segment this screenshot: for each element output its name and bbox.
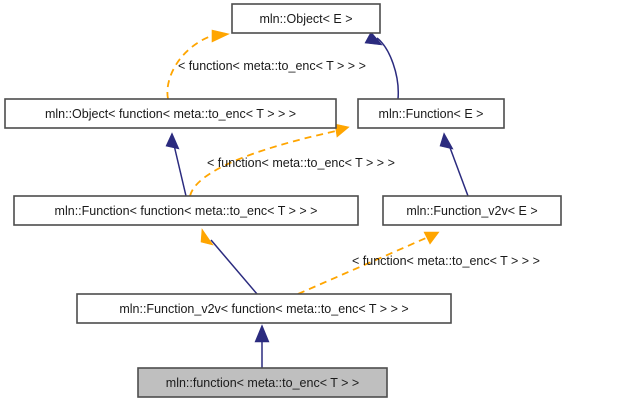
- edge-inherit-v2v-e-to-function-e: [448, 144, 469, 197]
- edge-inherit-current-arrowhead: [254, 324, 270, 343]
- node-object-e-label: mln::Object< E >: [259, 12, 352, 26]
- node-object-function-label: mln::Object< function< meta::to_enc< T >…: [45, 107, 296, 121]
- node-object-function[interactable]: mln::Object< function< meta::to_enc< T >…: [4, 98, 337, 129]
- edge-inherit-function-fn-arrowhead: [165, 132, 180, 150]
- edge-inherit-v2v-e-arrowhead: [439, 132, 454, 150]
- node-function-v2v-function[interactable]: mln::Function_v2v< function< meta::to_en…: [76, 293, 452, 324]
- edge-template-function-arrowhead: [334, 123, 350, 138]
- edge-inherit-v2v-fn-arrowhead: [200, 228, 214, 246]
- node-function-v2v-e[interactable]: mln::Function_v2v< E >: [382, 195, 562, 226]
- edge-template-function: [189, 130, 337, 197]
- node-object-e[interactable]: mln::Object< E >: [231, 3, 381, 34]
- edge-label-function-template: < function< meta::to_enc< T > > >: [207, 156, 395, 170]
- edge-inherit-function-e-arrowhead: [364, 31, 383, 46]
- node-function-function[interactable]: mln::Function< function< meta::to_enc< T…: [13, 195, 359, 226]
- node-function-v2v-e-label: mln::Function_v2v< E >: [406, 204, 537, 218]
- edge-label-v2v-template: < function< meta::to_enc< T > > >: [352, 254, 540, 268]
- node-function-e[interactable]: mln::Function< E >: [357, 98, 505, 129]
- edge-label-object-template: < function< meta::to_enc< T > > >: [178, 59, 366, 73]
- edge-template-object-arrowhead: [211, 29, 230, 43]
- node-function-current[interactable]: mln::function< meta::to_enc< T > >: [137, 367, 388, 398]
- edge-inherit-function-fn-to-object-fn: [173, 144, 187, 197]
- node-function-current-label: mln::function< meta::to_enc< T > >: [166, 376, 359, 390]
- edge-template-v2v-arrowhead: [423, 231, 440, 245]
- edge-inherit-function-e-to-object-e: [376, 37, 399, 100]
- edge-template-object: [166, 35, 212, 100]
- node-function-e-label: mln::Function< E >: [379, 107, 484, 121]
- node-function-function-label: mln::Function< function< meta::to_enc< T…: [55, 204, 318, 218]
- node-function-v2v-function-label: mln::Function_v2v< function< meta::to_en…: [119, 302, 408, 316]
- edge-inherit-v2v-fn-to-function-fn: [210, 239, 258, 295]
